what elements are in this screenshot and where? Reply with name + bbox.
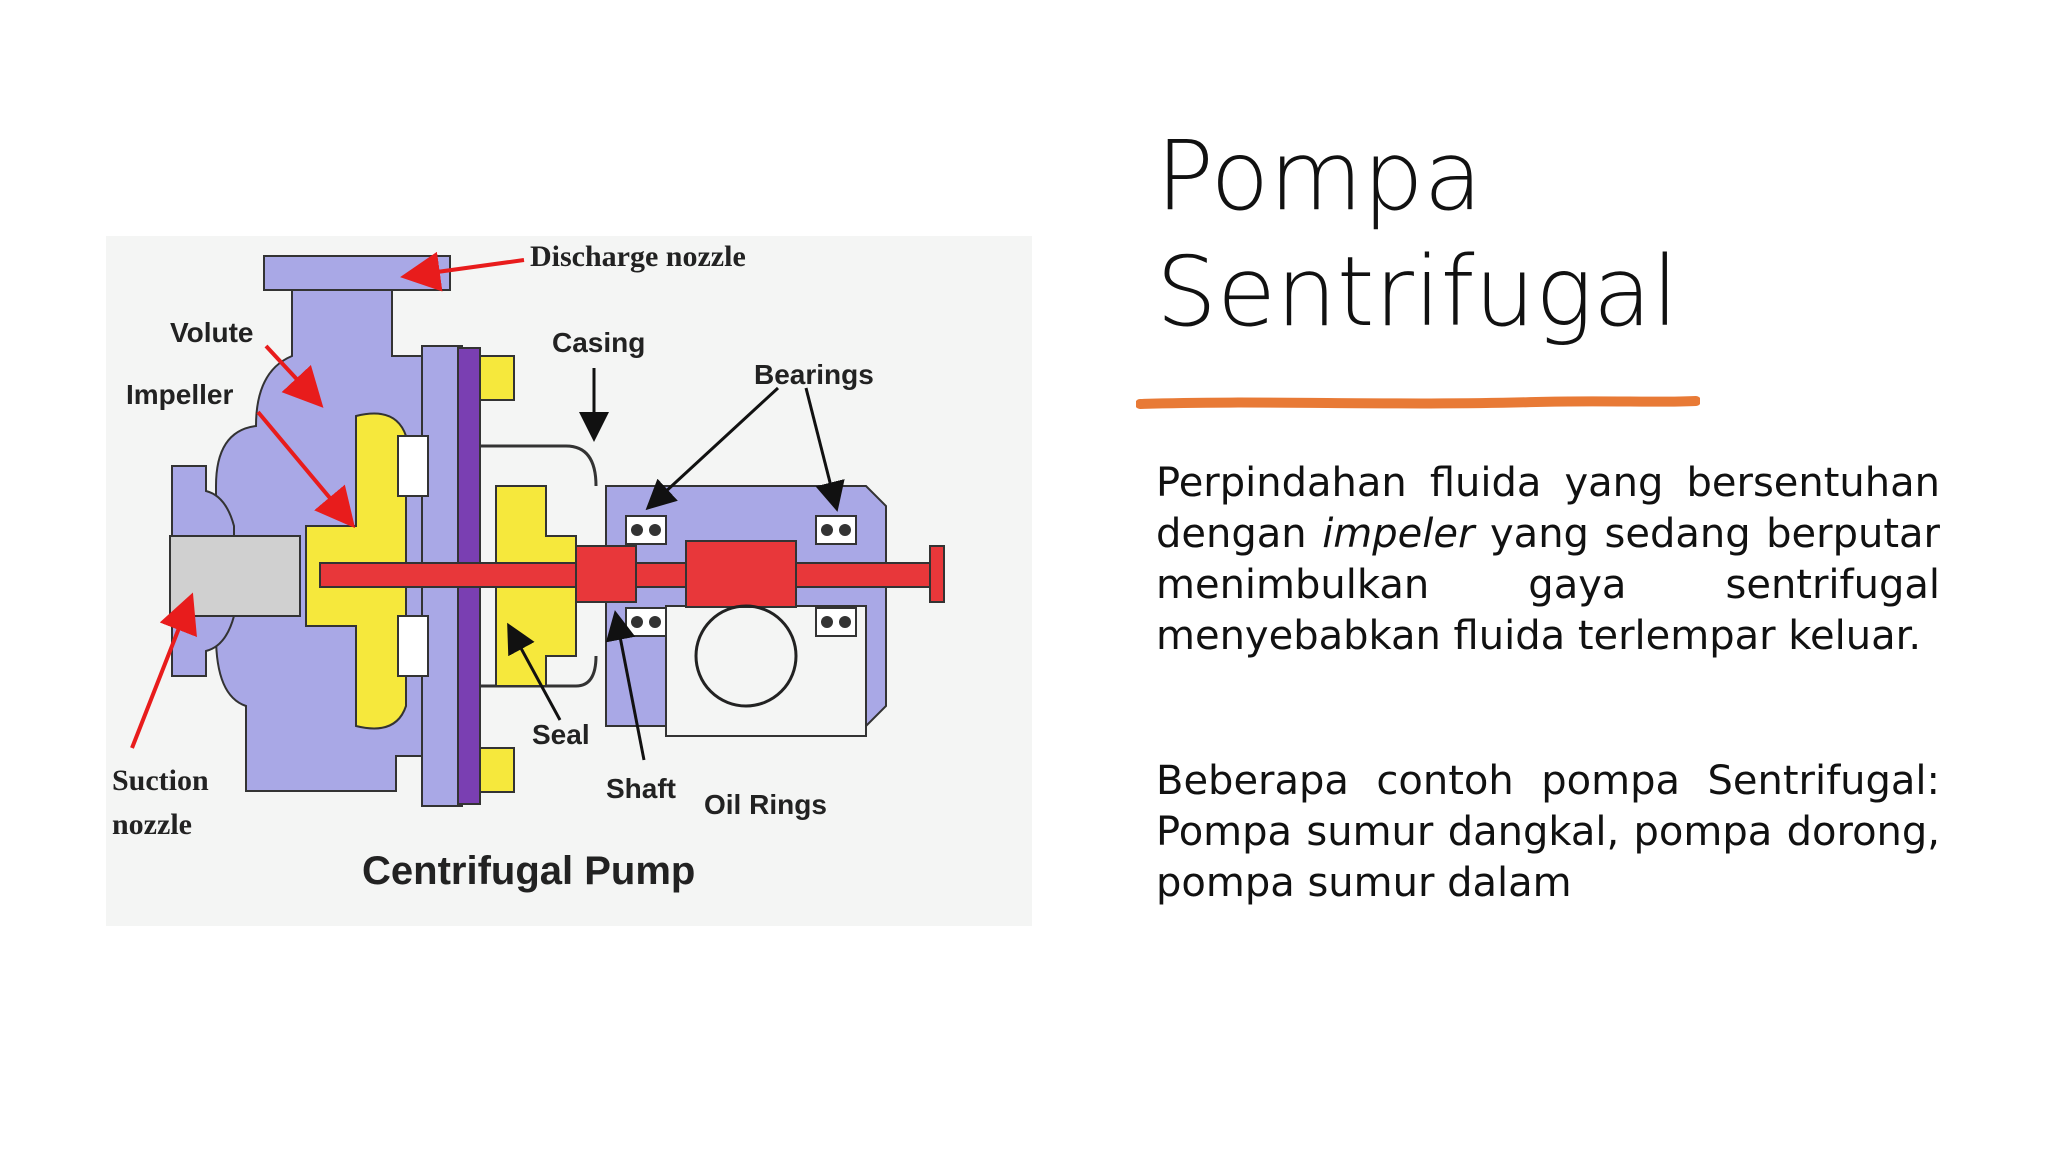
bearings-arrow-1 xyxy=(645,386,780,511)
oil-reservoir xyxy=(665,605,867,737)
diagram-caption: Centrifugal Pump xyxy=(362,849,695,893)
bearings-arrow-2 xyxy=(804,387,845,512)
label-suction-line1: Suction xyxy=(112,764,209,797)
label-impeller: Impeller xyxy=(126,379,233,410)
impeller-window-bottom xyxy=(397,615,429,677)
label-discharge-nozzle: Discharge nozzle xyxy=(530,240,746,273)
bolt-top xyxy=(479,355,515,401)
paragraph-description-end: yang sedang berputar menimbulkan gaya se… xyxy=(1156,511,1940,659)
label-shaft: Shaft xyxy=(606,773,676,804)
paragraph-examples: Beberapa contoh pompa Sentrifugal: Pompa… xyxy=(1156,758,1940,906)
shaft-end xyxy=(929,545,945,603)
label-bearings: Bearings xyxy=(754,359,874,390)
title-line-1: Pompa xyxy=(1156,120,1483,232)
label-oil-rings: Oil Rings xyxy=(704,789,827,820)
slide-title: Pompa Sentrifugal xyxy=(1156,118,1956,350)
centrifugal-pump-diagram: Discharge nozzle Volute Impeller Casing … xyxy=(106,236,1032,926)
suction-arrow xyxy=(130,592,197,749)
label-casing: Casing xyxy=(552,327,645,358)
seal-arrow xyxy=(507,622,562,721)
shaft-collar xyxy=(685,540,797,608)
bearing-outboard xyxy=(815,515,857,637)
paragraph-description-emphasis: impeler xyxy=(1322,511,1475,557)
casing-link-top xyxy=(480,444,598,487)
impeller-arrow xyxy=(256,410,356,529)
label-volute: Volute xyxy=(170,317,253,348)
shaft-sleeve xyxy=(575,545,637,603)
paragraph-description: Perpindahan fluida yang bersentuhan deng… xyxy=(1156,458,1940,662)
pump-illustration: Discharge nozzle Volute Impeller Casing … xyxy=(106,236,1032,926)
volute-arrow xyxy=(264,344,324,408)
bolt-bottom xyxy=(479,747,515,793)
title-accent-underline xyxy=(1136,396,1700,409)
casing-link-bottom xyxy=(480,655,598,688)
shaft-arrow xyxy=(605,610,646,761)
impeller-window-top xyxy=(397,435,429,497)
discharge-arrow xyxy=(400,251,525,292)
label-suction-line2: nozzle xyxy=(112,808,192,841)
title-line-2: Sentrifugal xyxy=(1156,236,1679,348)
paragraph-description-start: Perpindahan fluida yang bersentuhan deng… xyxy=(1156,460,1940,557)
oil-ring xyxy=(694,604,798,708)
label-seal: Seal xyxy=(532,719,590,750)
